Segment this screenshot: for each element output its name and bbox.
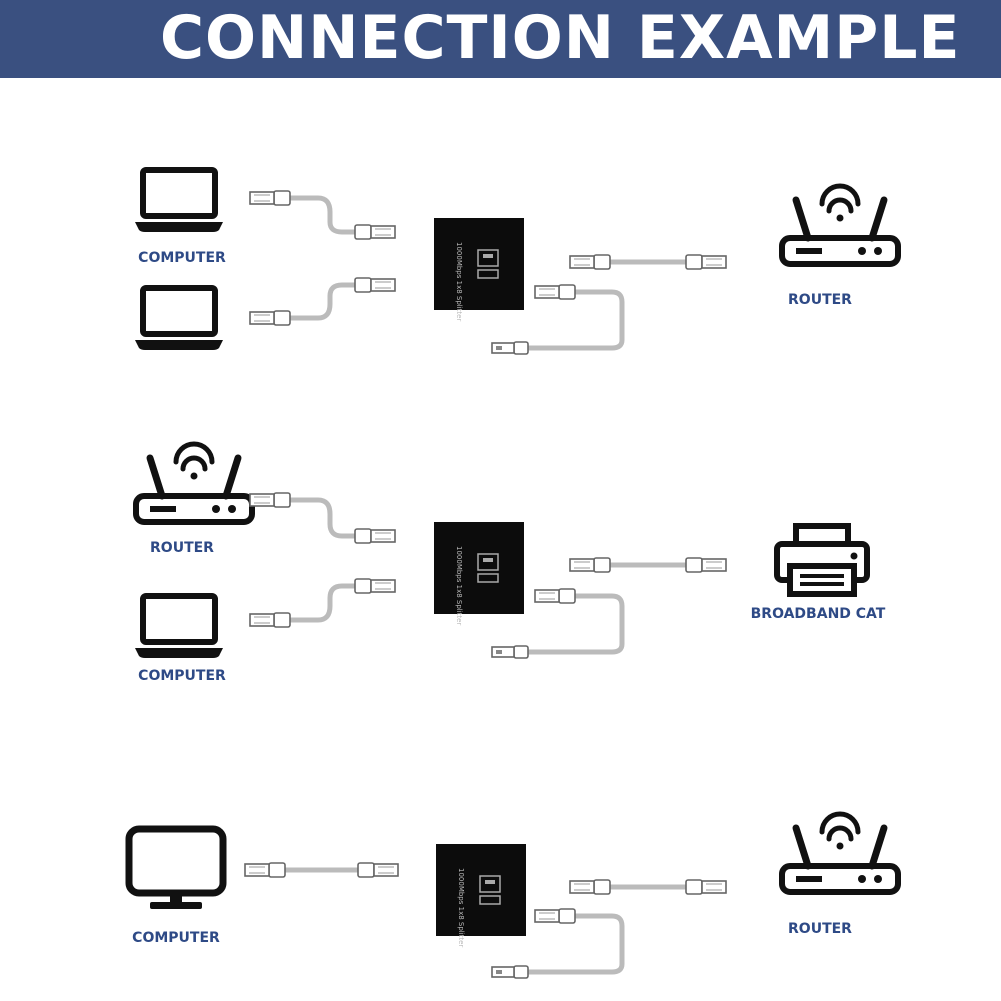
label-router: ROUTER [788,921,852,937]
printer-icon [777,526,867,594]
label-computer: COMPUTER [138,668,226,684]
cable-ethernet [244,862,399,878]
laptop-icon [135,170,223,232]
splitter-device: 1000Mbps 1x8 Splitter [435,843,527,947]
cable-usb [491,588,625,659]
page-title: CONNECTION EXAMPLE [160,3,961,73]
splitter-device: 1000Mbps 1x8 Splitter [433,217,525,321]
cable-ethernet [249,190,396,240]
cable-ethernet [249,492,396,544]
header-banner: CONNECTION EXAMPLE [0,0,1001,78]
router-icon [782,186,898,264]
splitter-label: 1000Mbps 1x8 Splitter [455,546,463,625]
splitter-label: 1000Mbps 1x8 Splitter [457,868,465,947]
row-3: 1000Mbps 1x8 Splitter [129,814,898,979]
label-computer: COMPUTER [132,930,220,946]
label-router: ROUTER [150,540,214,556]
label-router: ROUTER [788,292,852,308]
splitter-device: 1000Mbps 1x8 Splitter [433,521,525,625]
label-broadband-cat: BROADBAND CAT [751,606,886,622]
cable-usb [491,908,625,979]
row-2: 1000Mbps 1x8 Splitter [135,444,867,658]
cable-ethernet [569,879,727,895]
cable-ethernet [249,277,396,326]
router-icon [136,444,252,522]
laptop-icon [135,596,223,658]
row-1: 1000Mbps 1x8 Splitter [135,170,898,355]
cable-ethernet [569,254,727,270]
cable-ethernet [249,578,396,628]
monitor-icon [129,829,223,909]
label-computer: COMPUTER [138,250,226,266]
cable-ethernet [569,557,727,573]
splitter-label: 1000Mbps 1x8 Splitter [455,242,463,321]
cable-usb [491,284,625,355]
router-icon [782,814,898,892]
laptop-icon [135,288,223,350]
